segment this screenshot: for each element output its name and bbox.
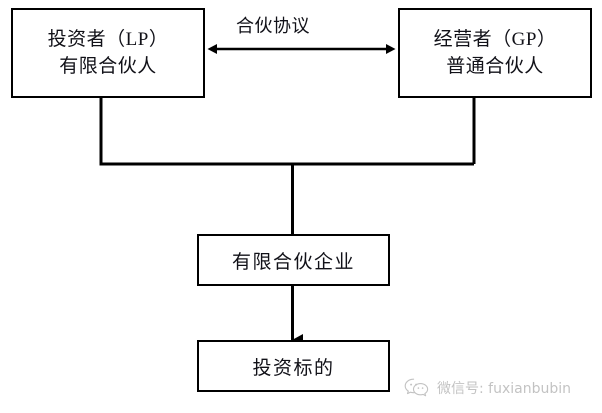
investor-lp-line-2: 有限合伙人 (59, 56, 157, 77)
manager-gp-line-1: 经营者（GP） (433, 29, 557, 50)
limited-partnership-label: 有限合伙企业 (231, 251, 355, 273)
investment-target-node[interactable]: 投资标的 (197, 340, 390, 392)
investor-lp-line-1: 投资者（LP） (47, 29, 169, 50)
manager-gp-line-2: 普通合伙人 (446, 56, 544, 77)
partnership-agreement-label: 合伙协议 (236, 16, 310, 36)
investment-target-label: 投资标的 (252, 357, 335, 379)
edge-lp-bus (99, 98, 474, 166)
investor-lp-node[interactable]: 投资者（LP） 有限合伙人 (11, 8, 205, 98)
limited-partnership-node[interactable]: 有限合伙企业 (197, 234, 390, 286)
manager-gp-node[interactable]: 经营者（GP） 普通合伙人 (398, 8, 592, 98)
